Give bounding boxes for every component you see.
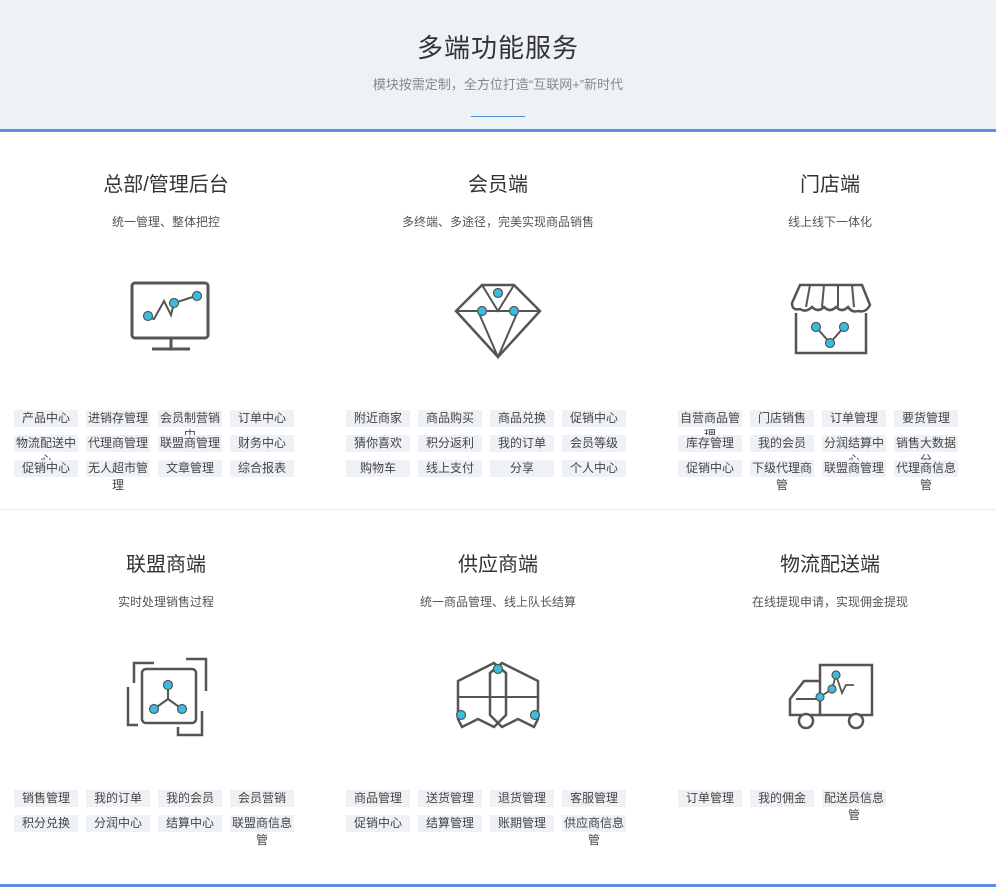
card-title: 供应商端 — [458, 554, 538, 576]
monitor-chart-icon — [130, 281, 210, 351]
feature-tag-list: 自营商品管理 门店销售 订单管理 要货管理 库存管理 我的会员 分润结算中心 销… — [678, 410, 968, 492]
hexagon-network-icon — [455, 661, 541, 729]
card-description: 线上线下一体化 — [787, 215, 872, 229]
bottom-accent-bar — [0, 884, 996, 887]
feature-tag[interactable]: 自营商品管理 — [678, 410, 742, 442]
feature-tag[interactable]: 综合报表 — [230, 460, 294, 477]
feature-tag[interactable]: 账期管理 — [490, 815, 554, 832]
feature-tag[interactable]: 结算中心 — [158, 815, 222, 832]
feature-tag[interactable]: 供应商信息管 — [562, 815, 626, 847]
top-accent-bar — [0, 129, 996, 132]
feature-tag-list: 销售管理 我的订单 我的会员 会员营销 积分兑换 分润中心 结算中心 联盟商信息… — [14, 790, 304, 847]
feature-tag[interactable]: 文章管理 — [158, 460, 222, 477]
feature-tag[interactable]: 促销中心 — [346, 815, 410, 832]
card-logistics: 物流配送端 在线提现申请，实现佣金提现 订单管理 我的佣金 配送员信息管 — [664, 511, 996, 889]
card-title: 物流配送端 — [780, 554, 880, 576]
row-divider — [0, 509, 996, 510]
card-title: 会员端 — [468, 174, 528, 196]
feature-tag[interactable]: 分润中心 — [86, 815, 150, 832]
network-frame-icon — [126, 657, 208, 737]
card-description: 在线提现申请，实现佣金提现 — [751, 595, 908, 609]
feature-tag[interactable]: 送货管理 — [418, 790, 482, 807]
feature-tag[interactable]: 销售大数据分 — [894, 435, 958, 467]
feature-tag[interactable]: 无人超市管理 — [86, 460, 150, 492]
feature-tag[interactable]: 促销中心 — [14, 460, 78, 477]
feature-tag[interactable]: 销售管理 — [14, 790, 78, 807]
feature-tag[interactable]: 商品购买 — [418, 410, 482, 427]
feature-tag[interactable]: 会员制营销中 — [158, 410, 222, 442]
delivery-truck-icon — [788, 663, 874, 730]
feature-tag[interactable]: 配送员信息管 — [822, 790, 886, 822]
card-title: 联盟商端 — [126, 554, 206, 576]
feature-tag[interactable]: 会员营销 — [230, 790, 294, 807]
feature-tag[interactable]: 订单管理 — [822, 410, 886, 427]
feature-tag[interactable]: 库存管理 — [678, 435, 742, 452]
feature-tag[interactable]: 积分返利 — [418, 435, 482, 452]
feature-tag[interactable]: 会员等级 — [562, 435, 626, 452]
feature-tag[interactable]: 客服管理 — [562, 790, 626, 807]
feature-tag[interactable]: 猜你喜欢 — [346, 435, 410, 452]
card-supplier: 供应商端 统一商品管理、线上队长结算 商品管理 送货管理 退货管理 客服管理 促… — [332, 511, 664, 889]
section-subtitle: 模块按需定制，全方位打造“互联网+”新时代 — [372, 77, 624, 92]
card-description: 统一商品管理、线上队长结算 — [419, 595, 576, 609]
feature-tag[interactable]: 门店销售 — [750, 410, 814, 427]
card-headquarters: 总部/管理后台 统一管理、整体把控 产品中心 进销存管理 会员制营销中 订单中心… — [0, 131, 332, 509]
card-store: 门店端 线上线下一体化 自营商品管理 门店销售 订单管理 要货管理 库存管理 我… — [664, 131, 996, 509]
feature-tag[interactable]: 订单中心 — [230, 410, 294, 427]
feature-tag[interactable]: 我的会员 — [158, 790, 222, 807]
card-title: 门店端 — [800, 174, 860, 196]
feature-tag[interactable]: 联盟商管理 — [158, 435, 222, 452]
card-alliance: 联盟商端 实时处理销售过程 销售管理 我的订单 我的会员 会员营销 积分兑换 分… — [0, 511, 332, 889]
feature-tag[interactable]: 分润结算中心 — [822, 435, 886, 467]
feature-tag[interactable]: 积分兑换 — [14, 815, 78, 832]
feature-tag[interactable]: 分享 — [490, 460, 554, 477]
store-icon — [790, 283, 872, 355]
card-description: 多终端、多途径，完美实现商品销售 — [401, 215, 594, 229]
feature-tag[interactable]: 产品中心 — [14, 410, 78, 427]
feature-tag[interactable]: 财务中心 — [230, 435, 294, 452]
feature-tag[interactable]: 商品兑换 — [490, 410, 554, 427]
feature-tag[interactable]: 要货管理 — [894, 410, 958, 427]
feature-tag[interactable]: 结算管理 — [418, 815, 482, 832]
feature-tag[interactable]: 物流配送中心 — [14, 435, 78, 467]
feature-tag[interactable]: 我的订单 — [490, 435, 554, 452]
feature-tag[interactable]: 进销存管理 — [86, 410, 150, 427]
feature-tag[interactable]: 退货管理 — [490, 790, 554, 807]
feature-tag[interactable]: 商品管理 — [346, 790, 410, 807]
feature-tag[interactable]: 我的订单 — [86, 790, 150, 807]
section-title: 多端功能服务 — [416, 33, 579, 63]
feature-tag[interactable]: 代理商信息管 — [894, 460, 958, 492]
feature-tag[interactable]: 购物车 — [346, 460, 410, 477]
card-member: 会员端 多终端、多途径，完美实现商品销售 附近商家 商品购买 商品兑换 促销中心… — [332, 131, 664, 509]
feature-tag[interactable]: 我的会员 — [750, 435, 814, 452]
diamond-icon — [454, 283, 542, 360]
card-description: 实时处理销售过程 — [117, 595, 214, 609]
feature-tag[interactable]: 订单管理 — [678, 790, 742, 807]
feature-tag[interactable]: 促销中心 — [678, 460, 742, 477]
feature-tag[interactable]: 联盟商管理 — [822, 460, 886, 477]
feature-tag[interactable]: 下级代理商管 — [750, 460, 814, 492]
feature-tag[interactable]: 我的佣金 — [750, 790, 814, 807]
card-description: 统一管理、整体把控 — [111, 215, 220, 229]
feature-tag[interactable]: 促销中心 — [562, 410, 626, 427]
feature-tag[interactable]: 个人中心 — [562, 460, 626, 477]
feature-tag-list: 商品管理 送货管理 退货管理 客服管理 促销中心 结算管理 账期管理 供应商信息… — [346, 790, 636, 847]
feature-tag-list: 附近商家 商品购买 商品兑换 促销中心 猜你喜欢 积分返利 我的订单 会员等级 … — [346, 410, 636, 477]
feature-tag-list: 订单管理 我的佣金 配送员信息管 — [678, 790, 968, 822]
feature-tag-list: 产品中心 进销存管理 会员制营销中 订单中心 物流配送中心 代理商管理 联盟商管… — [14, 410, 304, 492]
feature-tag[interactable]: 代理商管理 — [86, 435, 150, 452]
title-underline — [471, 116, 525, 117]
feature-tag[interactable]: 附近商家 — [346, 410, 410, 427]
card-title: 总部/管理后台 — [103, 174, 229, 196]
feature-tag[interactable]: 联盟商信息管 — [230, 815, 294, 847]
feature-tag[interactable]: 线上支付 — [418, 460, 482, 477]
section-header: 多端功能服务 模块按需定制，全方位打造“互联网+”新时代 — [0, 0, 996, 131]
